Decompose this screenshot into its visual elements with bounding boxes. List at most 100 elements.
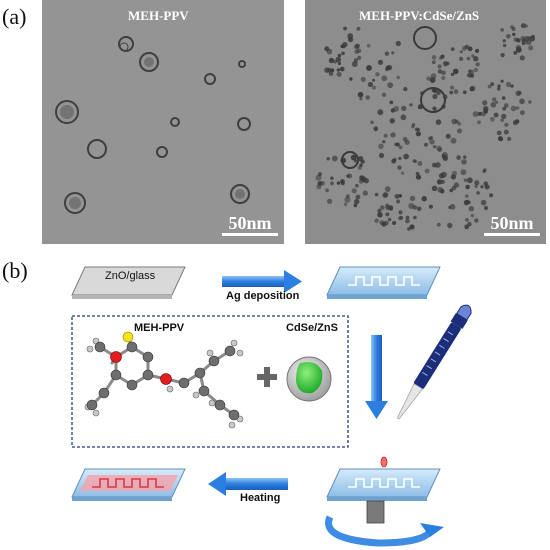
quantum-dot-particle	[401, 171, 405, 175]
quantum-dot-particle	[341, 51, 345, 56]
quantum-dot-particle	[370, 120, 374, 125]
quantum-dot-particle	[351, 61, 358, 67]
materials-box	[71, 315, 349, 448]
quantum-dot-particle	[389, 118, 395, 124]
quantum-dot-particle	[337, 61, 342, 66]
quantum-dot-particle	[378, 143, 384, 149]
quantum-dot-particle	[398, 194, 402, 198]
quantum-dot-particle	[398, 156, 402, 161]
quantum-dot-particle	[429, 77, 436, 83]
heating-arrow	[208, 472, 288, 496]
quantum-dot-particle	[462, 90, 467, 95]
quantum-dot-particle	[390, 132, 396, 138]
quantum-dot-particle	[471, 54, 475, 58]
quantum-dot-particle	[466, 73, 472, 78]
quantum-dot-particle	[324, 46, 330, 52]
quantum-dot-particle	[519, 98, 525, 105]
quantum-dot-particle	[424, 168, 430, 174]
substrate-label: ZnO/glass	[105, 270, 156, 282]
zno-glass-substrate	[71, 266, 186, 299]
quantum-dot-particle	[356, 26, 361, 31]
quantum-dot-particle	[453, 68, 459, 75]
quantum-dot-particle	[484, 184, 490, 190]
quantum-dot-particle	[483, 109, 489, 114]
quantum-dot-particle	[436, 145, 442, 151]
quantum-dot-particle	[506, 34, 511, 39]
quantum-dot-particle	[384, 186, 391, 192]
quantum-dot-particle	[470, 213, 474, 218]
quantum-dot-particle	[457, 121, 462, 126]
quantum-dot-particle	[450, 137, 457, 144]
quantum-dot-particle	[459, 56, 464, 62]
quantum-dot-particle	[441, 75, 446, 81]
quantum-dot-particle	[487, 84, 492, 89]
tem-title-left: MEH-PPV	[128, 8, 189, 23]
quantum-dot-particle	[387, 217, 392, 222]
quantum-dot-particle	[360, 176, 367, 182]
quantum-dot-particle	[496, 130, 502, 136]
ag-deposition-arrow	[222, 270, 302, 293]
quantum-dot-particle	[340, 44, 344, 49]
quantum-dot-particle	[528, 45, 534, 51]
quantum-dot-particle	[472, 111, 479, 117]
quantum-dot-particle	[491, 97, 497, 102]
quantum-dot-particle	[339, 66, 345, 72]
quantum-dot-particle	[432, 145, 437, 149]
quantum-dot-particle	[318, 172, 322, 177]
scale-bar-right: 50nm	[484, 213, 540, 236]
scale-bar-right-line	[484, 233, 540, 236]
quantum-dot-particle	[464, 224, 470, 230]
down-arrow	[365, 335, 388, 419]
quantum-dot-particle	[330, 181, 334, 186]
quantum-dot-particle	[450, 72, 455, 77]
quantum-dot-particle	[353, 203, 358, 208]
quantum-dot-particle	[372, 85, 376, 90]
quantum-dot-particle	[415, 131, 421, 137]
quantum-dot-particle	[346, 174, 350, 178]
quantum-dot-particle	[432, 106, 437, 111]
quantum-dot-particle	[505, 81, 512, 88]
quantum-dot-particle	[467, 177, 473, 184]
quantum-dot-particle	[503, 103, 509, 108]
quantum-dot-particle	[393, 106, 399, 112]
quantum-dot-particle	[384, 51, 390, 56]
quantum-dot-particle	[436, 90, 441, 96]
tem-image-meh-ppv: MEH-PPV 50nm	[42, 0, 284, 244]
quantum-dot-particle	[337, 53, 342, 58]
quantum-dot-particle	[409, 103, 413, 107]
quantum-dot-particle	[411, 123, 416, 127]
quantum-dot-particle	[324, 67, 330, 73]
quantum-dot-particle	[490, 82, 495, 86]
quantum-dot-particle	[435, 119, 442, 125]
tem-image-meh-ppv-cdse-zns-graphic	[305, 0, 546, 244]
quantum-dot-particle	[450, 85, 455, 90]
quantum-dot-particle	[501, 113, 507, 120]
fabrication-scheme	[71, 266, 472, 547]
quantum-dot-particle	[372, 78, 376, 82]
quantum-dot-particle	[483, 205, 489, 211]
quantum-dot-particle	[398, 216, 403, 221]
heating-label: Heating	[240, 492, 281, 504]
quantum-dot-particle	[383, 133, 388, 138]
quantum-dot-particle	[445, 133, 451, 139]
tem-image-meh-ppv-cdse-zns: MEH-PPV:CdSe/ZnS 50nm	[305, 0, 546, 244]
quantum-dot-particle	[388, 205, 394, 210]
quantum-dot-particle	[461, 159, 467, 165]
spin-rotation-arrow	[325, 500, 444, 547]
quantum-dot-particle	[437, 69, 443, 74]
quantum-dot-particle	[477, 111, 482, 116]
quantum-dot-particle	[413, 159, 418, 163]
quantum-dot-particle	[330, 176, 334, 180]
quantum-dot-particle	[421, 196, 427, 202]
quantum-dot-particle	[523, 36, 530, 42]
quantum-dot-particle	[381, 92, 387, 98]
quantum-dot-particle	[335, 56, 342, 63]
quantum-dot-particle	[476, 191, 480, 195]
quantum-dot-particle	[497, 84, 501, 88]
quantum-dot-particle	[501, 96, 506, 100]
quantum-dot-particle	[440, 171, 447, 178]
quantum-dot-particle	[489, 193, 494, 198]
quantum-dot-particle	[461, 46, 467, 51]
quantum-dot-particle	[349, 77, 353, 81]
quantum-dot-particle	[360, 76, 366, 82]
